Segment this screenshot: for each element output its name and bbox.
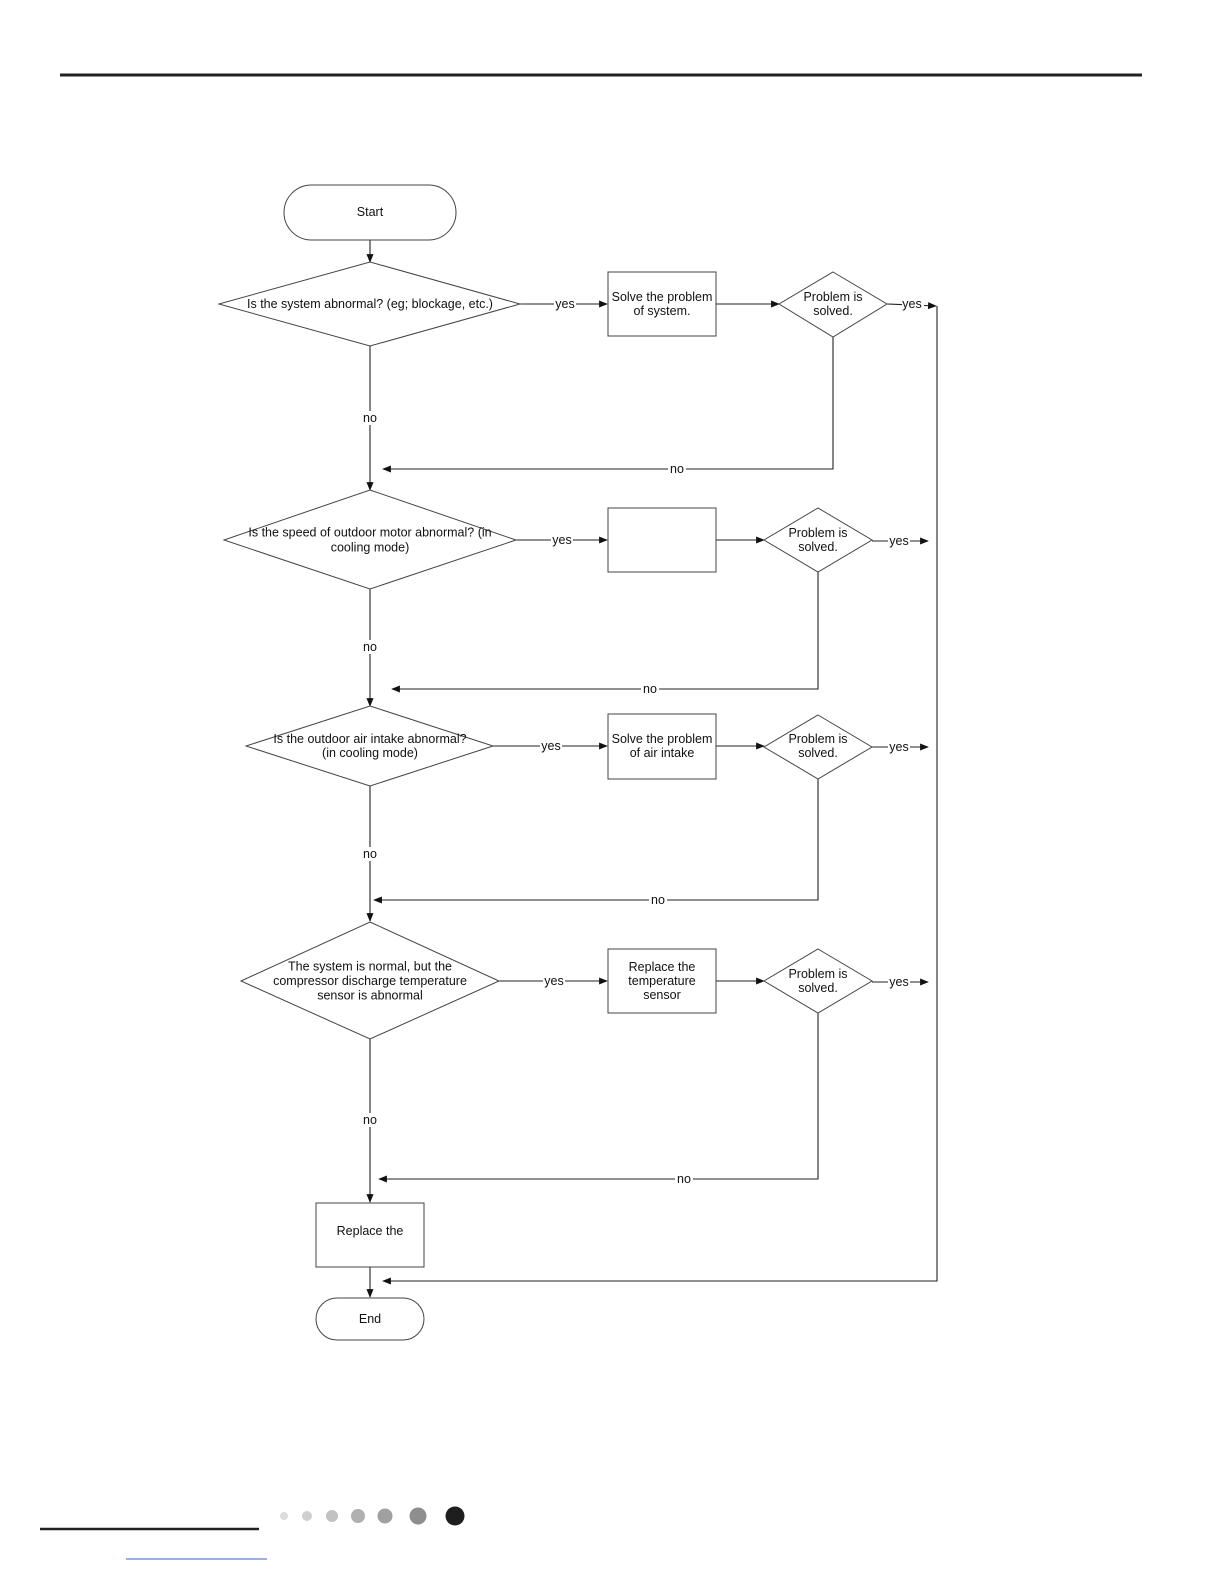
node-start-text: Start	[357, 205, 384, 219]
edge-s2-no	[391, 572, 819, 693]
text-line: solved.	[798, 540, 838, 554]
process-replace-final-text: Replace the	[337, 1224, 404, 1238]
text-line: Problem is	[788, 967, 847, 981]
text-line: sensor	[643, 988, 681, 1002]
text-line: of air intake	[630, 746, 695, 760]
text-line: Is the system abnormal? (eg; blockage, e…	[247, 297, 493, 311]
edge-s4-no	[378, 1013, 819, 1183]
decision-air-intake: Is the outdoor air intake abnormal?(in c…	[244, 705, 495, 787]
text-line: Is the outdoor air intake abnormal?	[273, 732, 466, 746]
text-line: Problem is	[788, 526, 847, 540]
progress-dot	[409, 1507, 427, 1525]
text-line: Is the speed of outdoor motor abnormal? …	[248, 526, 491, 540]
process-replace-final: Replace the	[315, 1202, 425, 1268]
edge-right-rail	[382, 306, 938, 1285]
label-no-d1: no	[363, 411, 377, 425]
label-yes-s1: yes	[902, 297, 921, 311]
decision-system-abnormal: Is the system abnormal? (eg; blockage, e…	[217, 261, 522, 347]
text-line: Replace the	[337, 1224, 404, 1238]
text-line: temperature	[628, 974, 695, 988]
text-line: Problem is	[788, 732, 847, 746]
label-yes-d2: yes	[552, 533, 571, 547]
label-no-d4: no	[363, 1113, 377, 1127]
edge-labels: yes yes yes yes yes yes yes yes no no no…	[361, 296, 924, 1186]
label-yes-d1: yes	[555, 297, 574, 311]
text-line: cooling mode)	[331, 541, 410, 555]
label-yes-s4: yes	[889, 975, 908, 989]
text-line: solved.	[813, 304, 853, 318]
text-line: Solve the problem	[612, 290, 713, 304]
text-line: The system is normal, but the	[288, 960, 452, 974]
process-empty	[607, 507, 717, 573]
label-no-s2: no	[643, 682, 657, 696]
text-line: solved.	[798, 981, 838, 995]
label-yes-d3: yes	[541, 739, 560, 753]
progress-dot	[351, 1509, 365, 1523]
progress-dot	[326, 1510, 338, 1522]
decision-air-intake-text: Is the outdoor air intake abnormal?(in c…	[273, 732, 466, 760]
node-start: Start	[283, 184, 457, 241]
text-line: Solve the problem	[612, 732, 713, 746]
edge-s1-no	[382, 337, 834, 473]
label-no-s3: no	[651, 893, 665, 907]
decision-system-abnormal-text: Is the system abnormal? (eg; blockage, e…	[247, 297, 493, 311]
text-line: sensor is abnormal	[317, 989, 423, 1003]
text-line: solved.	[798, 746, 838, 760]
edge-s3-no	[373, 779, 819, 904]
text-line: of system.	[634, 304, 691, 318]
text-line: (in cooling mode)	[322, 746, 418, 760]
progress-dot	[302, 1511, 312, 1521]
decision-outdoor-motor: Is the speed of outdoor motor abnormal? …	[222, 489, 518, 590]
label-yes-s3: yes	[889, 740, 908, 754]
text-line: Problem is	[803, 290, 862, 304]
progress-dot	[445, 1506, 465, 1526]
progress-dot	[280, 1512, 288, 1520]
footer-progress-dots	[280, 1506, 465, 1526]
node-end-text: End	[359, 1312, 381, 1326]
text-line: Replace the	[629, 960, 696, 974]
label-no-d2: no	[363, 640, 377, 654]
label-yes-d4: yes	[544, 974, 563, 988]
node-end: End	[315, 1297, 425, 1341]
progress-dot	[377, 1508, 393, 1524]
text-line: compressor discharge temperature	[273, 974, 467, 988]
label-no-s4: no	[677, 1172, 691, 1186]
label-no-s1: no	[670, 462, 684, 476]
decision-outdoor-motor-text: Is the speed of outdoor motor abnormal? …	[248, 526, 491, 555]
label-no-d3: no	[363, 847, 377, 861]
label-yes-s2: yes	[889, 534, 908, 548]
